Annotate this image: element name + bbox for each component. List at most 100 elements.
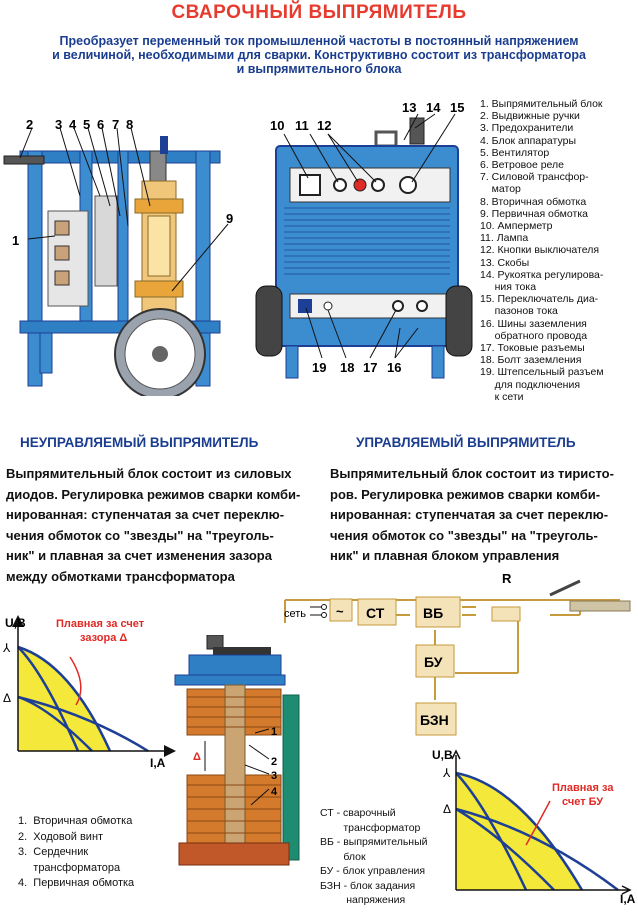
text-line: ров. Регулировка режимов сварки комби- xyxy=(330,486,601,502)
text-line: Выпрямительный блок состоит из тиристо- xyxy=(330,466,614,481)
tick-star: ⅄ xyxy=(2,641,11,655)
front-label: 13 xyxy=(402,100,416,115)
legend-item: 10. Амперметр xyxy=(480,220,553,233)
intro-line: и величиной, необходимыми для сварки. Ко… xyxy=(52,48,586,62)
legend-item: 16. Шины заземления xyxy=(480,317,587,330)
x-axis-label: I,A xyxy=(620,892,636,905)
text-line: ник" и плавная блоком управления xyxy=(330,548,560,563)
intro-line: Преобразует переменный ток промышленной … xyxy=(59,34,579,48)
legend-item: ния тока xyxy=(480,281,537,294)
y-axis-label: U,B xyxy=(5,616,26,630)
front-label: 14 xyxy=(426,100,441,115)
transformer-label: 3 xyxy=(271,770,277,782)
note-line: блок xyxy=(320,850,366,863)
legend-item: к сети xyxy=(480,390,524,403)
legend-item: 11. Лампа xyxy=(480,232,529,245)
legend-item: обратного провода xyxy=(480,329,588,342)
text-line: чения обмоток со "звезды" на "треуголь- xyxy=(330,527,598,543)
text-line: нированная: ступенчатая за счет переклю- xyxy=(6,507,285,522)
front-label: 16 xyxy=(387,360,401,375)
side-label: 2 xyxy=(26,117,33,132)
legend-item: 12. Кнопки выключателя xyxy=(480,244,600,257)
legend-item: для подключения xyxy=(480,378,581,391)
note-line: БЗН - блок задания xyxy=(320,879,416,892)
text-line: нированная: ступенчатая за счет переклю- xyxy=(330,507,609,522)
note-line: БУ - блок управления xyxy=(320,865,426,877)
side-label: 3 xyxy=(55,117,62,132)
legend-item: 4. Блок аппаратуры xyxy=(480,134,576,147)
legend-item: 5. Вентилятор xyxy=(480,146,550,159)
controlled-text: Выпрямительный блок состоит из тиристо- … xyxy=(330,464,614,567)
bu-block: БУ xyxy=(424,654,443,670)
note-line: СТ - сварочный xyxy=(320,807,396,819)
text-line: диодов. Регулировка режимов сварки комби… xyxy=(6,486,301,502)
legend-item: 8. Вторичная обмотка xyxy=(480,195,587,208)
tick-delta: Δ xyxy=(3,691,11,705)
x-axis-label: I,A xyxy=(150,756,166,770)
tilde-symbol: ~ xyxy=(336,604,344,619)
note-line: 4. Первичная обмотка xyxy=(18,877,135,889)
side-label: 5 xyxy=(83,117,90,132)
network-label: сеть xyxy=(284,608,306,620)
rectifier-side-view: 2 3 4 5 6 7 8 1 9 xyxy=(3,117,233,396)
y-axis-label: U,B xyxy=(432,748,453,762)
adjustable-transformer: 1 2 3 4 Δ xyxy=(174,635,300,866)
gap-delta-label: Δ xyxy=(193,751,201,763)
note-line: 3. Сердечник xyxy=(18,846,89,858)
legend-item: пазонов тока xyxy=(480,305,558,318)
legend-item: 13. Скобы xyxy=(480,256,530,269)
transformer-label: 4 xyxy=(271,786,278,798)
legend-item: 14. Рукоятка регулирова- xyxy=(480,268,604,281)
front-label: 10 xyxy=(270,118,284,133)
transformer-label: 2 xyxy=(271,756,277,768)
graph-annotation: Плавная за xyxy=(552,782,614,794)
front-label: 15 xyxy=(450,100,464,115)
graph-annotation: зазора Δ xyxy=(80,632,127,644)
controlled-graph: U,B I,A ⅄ Δ Плавная за счет БУ xyxy=(432,748,636,905)
uncontrolled-graph: U,B I,A ⅄ Δ Плавная за счет зазора Δ xyxy=(2,615,176,770)
legend-item: 3. Предохранители xyxy=(480,122,574,135)
circuit-notes: СТ - сварочный трансформатор ВБ - выпрям… xyxy=(320,806,428,908)
text-line: чения обмоток со "звезды" на "треуголь- xyxy=(6,527,274,543)
intro-line: и выпрямительного блока xyxy=(236,62,402,76)
heading-uncontrolled: НЕУПРАВЛЯЕМЫЙ ВЫПРЯМИТЕЛЬ xyxy=(20,435,259,450)
side-label: 8 xyxy=(126,117,133,132)
uncontrolled-text: Выпрямительный блок состоит из силовых д… xyxy=(6,464,300,587)
note-line: трансформатора xyxy=(18,861,121,874)
legend-item: 6. Ветровое реле xyxy=(480,159,565,172)
graph-annotation: Плавная за счет xyxy=(56,618,145,630)
side-label: 9 xyxy=(226,211,233,226)
graph-annotation: счет БУ xyxy=(562,796,603,808)
front-label: 19 xyxy=(312,360,326,375)
note-line: ВБ - выпрямительный xyxy=(320,836,428,848)
side-label: 4 xyxy=(69,117,77,132)
legend-item: 2. Выдвижные ручки xyxy=(480,110,580,123)
legend-item: 17. Токовые разъемы xyxy=(480,342,585,355)
rectifier-front-view: 10 11 12 13 14 15 19 18 17 16 xyxy=(255,100,473,379)
tick-delta: Δ xyxy=(443,802,451,816)
front-label: 11 xyxy=(295,118,309,133)
text-line: ник" и плавная за счет изменения зазора xyxy=(6,548,272,563)
transformer-notes: 1. Вторичная обмотка 2. Ходовой винт 3. … xyxy=(18,814,134,892)
side-label: 6 xyxy=(97,117,104,132)
legend-item: 9. Первичная обмотка xyxy=(480,207,588,220)
note-line: 1. Вторичная обмотка xyxy=(18,815,133,827)
front-label: 17 xyxy=(363,360,377,375)
front-label: 12 xyxy=(317,118,331,133)
heading-controlled: УПРАВЛЯЕМЫЙ ВЫПРЯМИТЕЛЬ xyxy=(356,435,576,450)
side-label: 7 xyxy=(112,117,119,132)
note-line: 2. Ходовой винт xyxy=(18,830,104,843)
st-block: СТ xyxy=(366,605,385,621)
legend-item: матор xyxy=(480,183,521,196)
bzn-block: БЗН xyxy=(420,712,449,728)
transformer-label: 1 xyxy=(271,726,277,738)
legend-item: 7. Силовой трансфор- xyxy=(480,171,589,184)
note-line: напряжения xyxy=(320,894,406,906)
control-circuit-diagram: сеть ~ СТ ВБ БУ БЗН R xyxy=(284,571,631,736)
legend-item: 18. Болт заземления xyxy=(480,354,582,367)
text-line: между обмотками трансформатора xyxy=(6,568,235,584)
legend-item: 1. Выпрямительный блок xyxy=(480,98,603,110)
note-line: трансформатор xyxy=(320,821,421,834)
legend-item: 19. Штепсельный разъем xyxy=(480,366,604,379)
tick-star: ⅄ xyxy=(442,766,451,780)
